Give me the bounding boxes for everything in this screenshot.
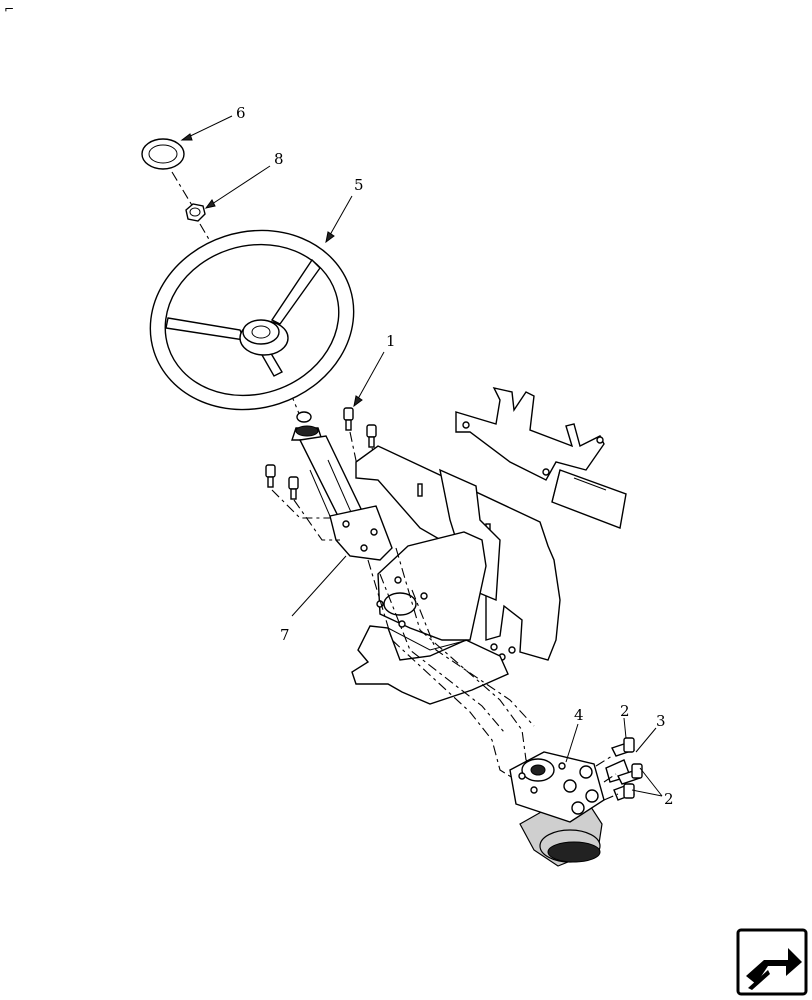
dash-support-frame [351, 386, 627, 705]
callout-1: 1 [386, 332, 396, 350]
callout-8: 8 [274, 150, 284, 168]
steering-wheel [149, 229, 355, 411]
callout-3: 3 [656, 712, 666, 730]
lower-shaft-outline [367, 547, 541, 781]
corner-mark: ⌐ [4, 2, 14, 16]
callout-2-lower: 2 [664, 790, 674, 808]
steering-nut [185, 203, 206, 222]
callout-6: 6 [236, 104, 246, 122]
mounting-bolts-upper [343, 407, 377, 448]
next-page-arrow-icon[interactable] [736, 928, 808, 996]
callout-2-upper: 2 [620, 702, 630, 720]
horn-cap [141, 138, 185, 170]
steering-control-valve [509, 751, 605, 867]
callout-4: 4 [574, 706, 584, 724]
leader-lines [180, 115, 663, 797]
column-bracket [329, 505, 393, 561]
callout-7: 7 [280, 626, 290, 644]
callout-5: 5 [354, 176, 364, 194]
callout-labels: 6 8 5 1 7 4 2 3 2 [236, 104, 674, 808]
hydraulic-fittings [595, 737, 643, 801]
